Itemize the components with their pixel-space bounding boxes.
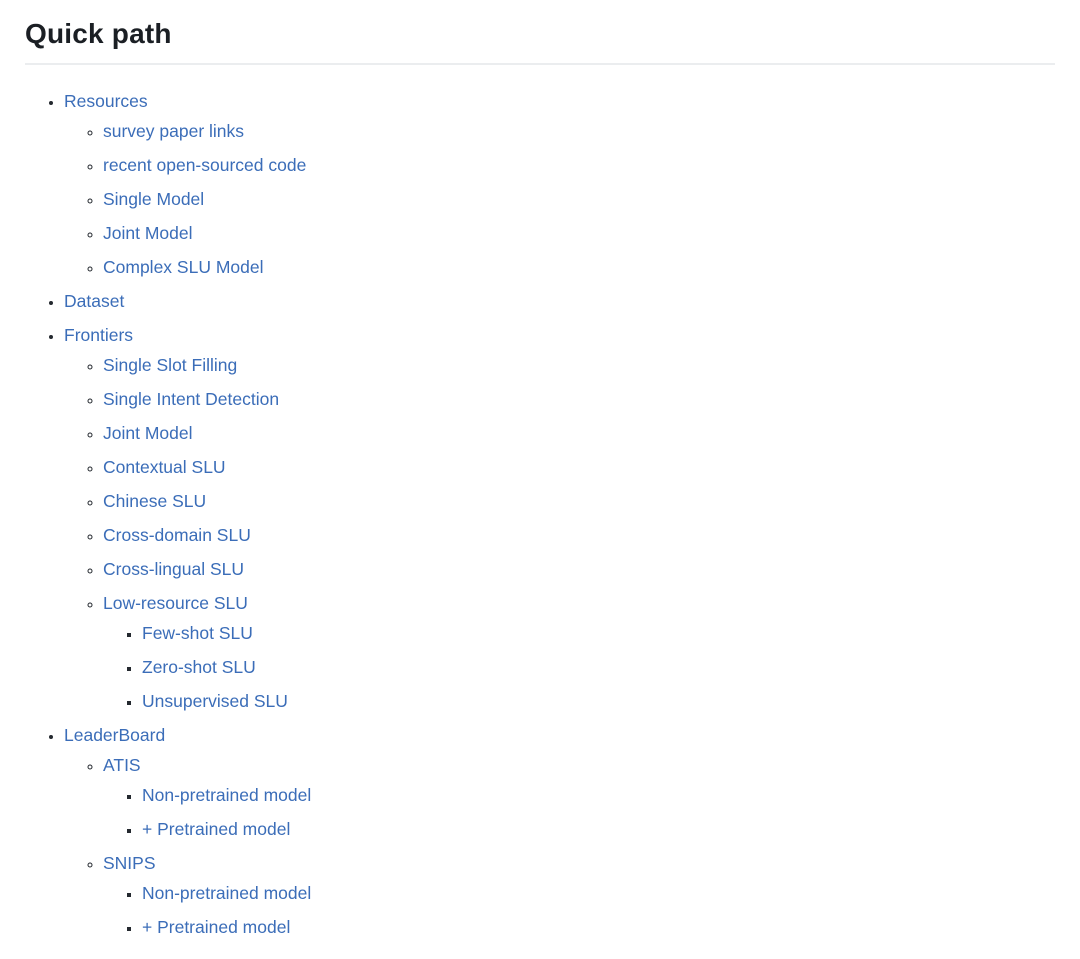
toc-item: Single Intent Detection [103, 384, 1055, 414]
toc-link-survey-paper-links[interactable]: survey paper links [103, 121, 245, 141]
toc-link-unsupervised-slu[interactable]: Unsupervised SLU [142, 691, 288, 711]
toc-link-snips-pretrained-model[interactable]: + Pretrained model [142, 917, 291, 937]
toc-link-resources[interactable]: Resources [64, 91, 148, 111]
toc-link-contextual-slu[interactable]: Contextual SLU [103, 457, 226, 477]
toc-item: Single Slot Filling [103, 350, 1055, 380]
toc-link-atis-pretrained-model[interactable]: + Pretrained model [142, 819, 291, 839]
toc-link-single-model[interactable]: Single Model [103, 189, 205, 209]
toc-link-joint-model-frontiers[interactable]: Joint Model [103, 423, 193, 443]
frontiers-sublist: Single Slot Filling Single Intent Detect… [64, 350, 1055, 716]
toc-item: Joint Model [103, 218, 1055, 248]
toc-link-frontiers[interactable]: Frontiers [64, 325, 134, 345]
toc-link-low-resource-slu[interactable]: Low-resource SLU [103, 593, 248, 613]
page-title: Quick path [25, 16, 1055, 65]
toc-link-complex-slu-model[interactable]: Complex SLU Model [103, 257, 264, 277]
toc-link-leaderboard[interactable]: LeaderBoard [64, 725, 166, 745]
toc-item: Contextual SLU [103, 452, 1055, 482]
toc-item: Cross-domain SLU [103, 520, 1055, 550]
quick-path-list: Resources survey paper links recent open… [25, 86, 1055, 942]
toc-item: Chinese SLU [103, 486, 1055, 516]
toc-link-cross-lingual-slu[interactable]: Cross-lingual SLU [103, 559, 245, 579]
toc-link-recent-open-sourced-code[interactable]: recent open-sourced code [103, 155, 307, 175]
toc-link-chinese-slu[interactable]: Chinese SLU [103, 491, 207, 511]
toc-link-few-shot-slu[interactable]: Few-shot SLU [142, 623, 253, 643]
atis-sublist: Non-pretrained model + Pretrained model [103, 780, 1055, 844]
toc-link-cross-domain-slu[interactable]: Cross-domain SLU [103, 525, 251, 545]
low-resource-sublist: Few-shot SLU Zero-shot SLU Unsupervised … [103, 618, 1055, 716]
resources-sublist: survey paper links recent open-sourced c… [64, 116, 1055, 282]
toc-link-snips-non-pretrained-model[interactable]: Non-pretrained model [142, 883, 312, 903]
toc-item: Non-pretrained model [142, 878, 1055, 908]
toc-link-single-intent-detection[interactable]: Single Intent Detection [103, 389, 280, 409]
toc-item: LeaderBoard ATIS Non-pretrained model + … [64, 720, 1055, 942]
toc-item: Few-shot SLU [142, 618, 1055, 648]
toc-item: Cross-lingual SLU [103, 554, 1055, 584]
toc-item: SNIPS Non-pretrained model + Pretrained … [103, 848, 1055, 942]
toc-link-single-slot-filling[interactable]: Single Slot Filling [103, 355, 238, 375]
snips-sublist: Non-pretrained model + Pretrained model [103, 878, 1055, 942]
toc-item: + Pretrained model [142, 912, 1055, 942]
toc-item: Unsupervised SLU [142, 686, 1055, 716]
toc-item: Joint Model [103, 418, 1055, 448]
toc-item: Low-resource SLU Few-shot SLU Zero-shot … [103, 588, 1055, 716]
toc-link-joint-model[interactable]: Joint Model [103, 223, 193, 243]
toc-link-atis-non-pretrained-model[interactable]: Non-pretrained model [142, 785, 312, 805]
toc-item: ATIS Non-pretrained model + Pretrained m… [103, 750, 1055, 844]
toc-item: recent open-sourced code [103, 150, 1055, 180]
toc-item: Single Model [103, 184, 1055, 214]
toc-link-atis[interactable]: ATIS [103, 755, 141, 775]
toc-link-zero-shot-slu[interactable]: Zero-shot SLU [142, 657, 256, 677]
toc-item: + Pretrained model [142, 814, 1055, 844]
toc-item: Non-pretrained model [142, 780, 1055, 810]
toc-item: Zero-shot SLU [142, 652, 1055, 682]
leaderboard-sublist: ATIS Non-pretrained model + Pretrained m… [64, 750, 1055, 942]
toc-link-dataset[interactable]: Dataset [64, 291, 125, 311]
toc-item: Complex SLU Model [103, 252, 1055, 282]
toc-item: Frontiers Single Slot Filling Single Int… [64, 320, 1055, 716]
toc-link-snips[interactable]: SNIPS [103, 853, 156, 873]
toc-item: Dataset [64, 286, 1055, 316]
toc-item: survey paper links [103, 116, 1055, 146]
toc-item: Resources survey paper links recent open… [64, 86, 1055, 282]
